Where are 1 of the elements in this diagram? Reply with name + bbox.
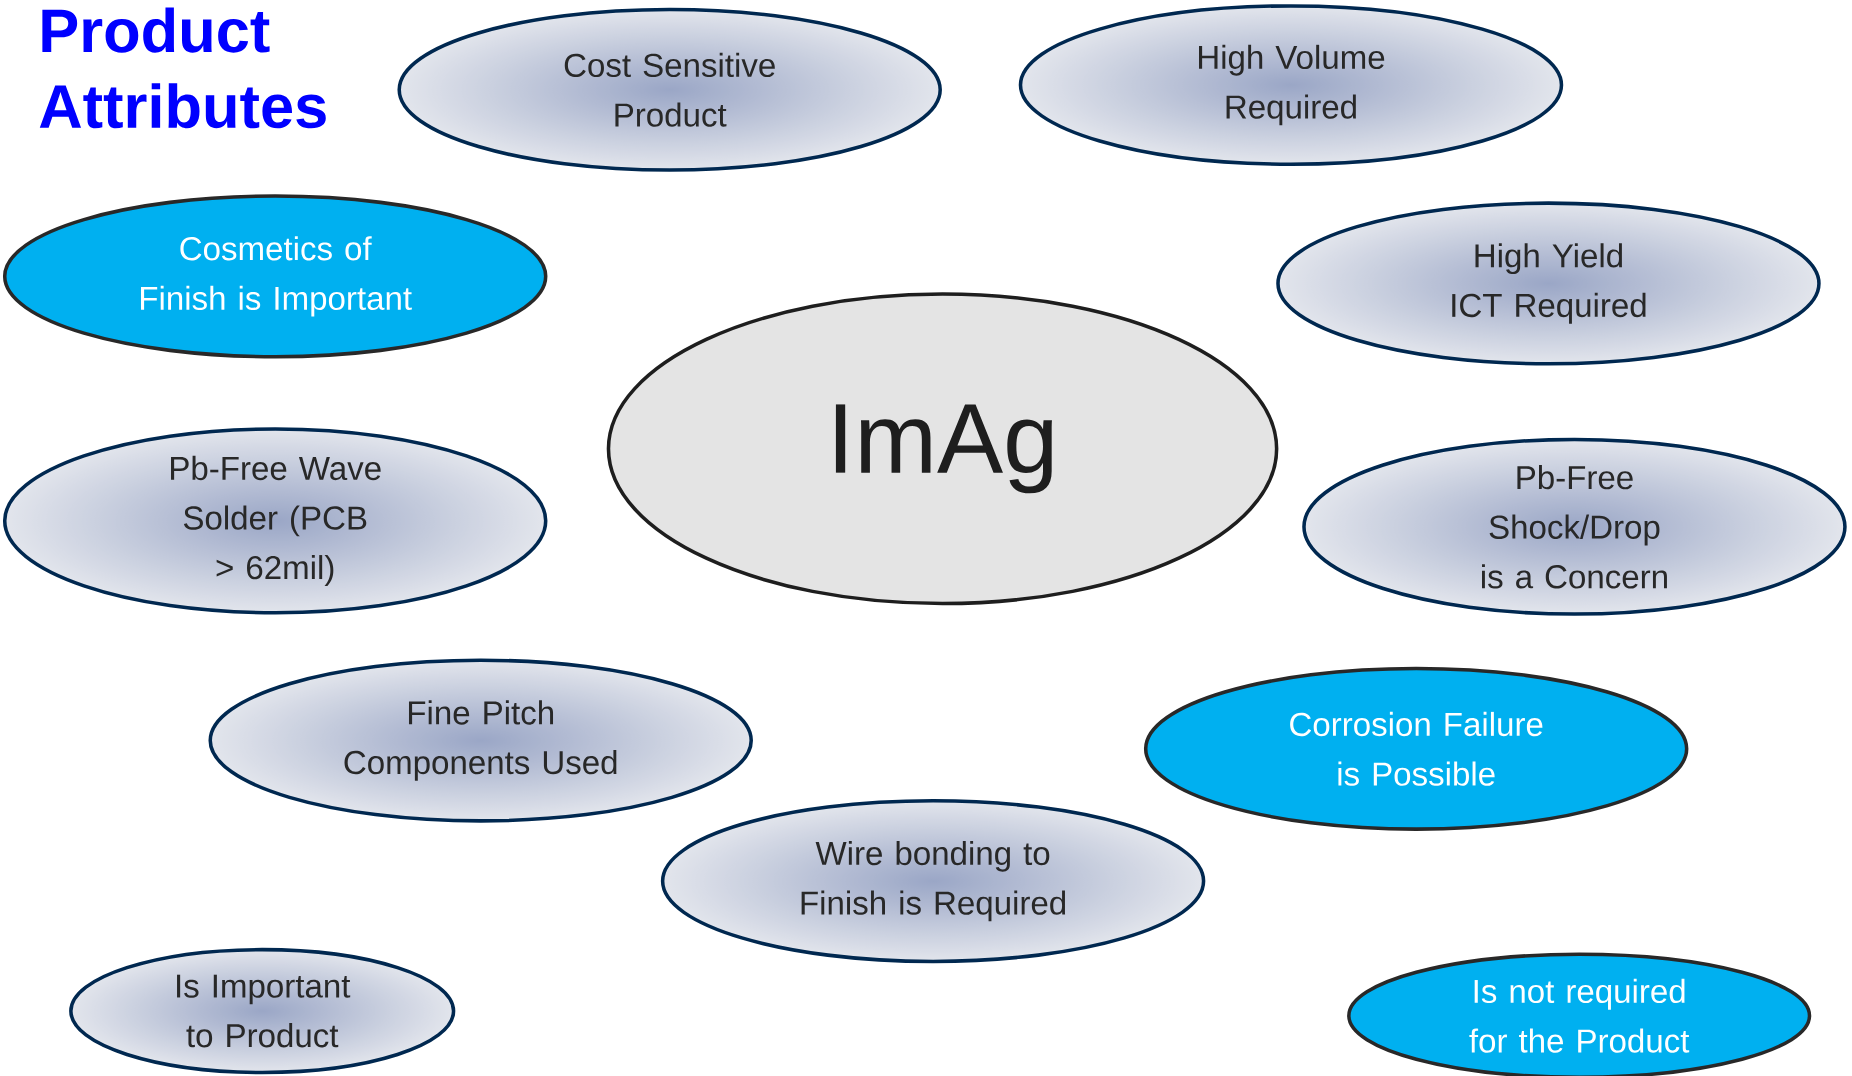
title: Product Attributes	[39, 7, 326, 129]
